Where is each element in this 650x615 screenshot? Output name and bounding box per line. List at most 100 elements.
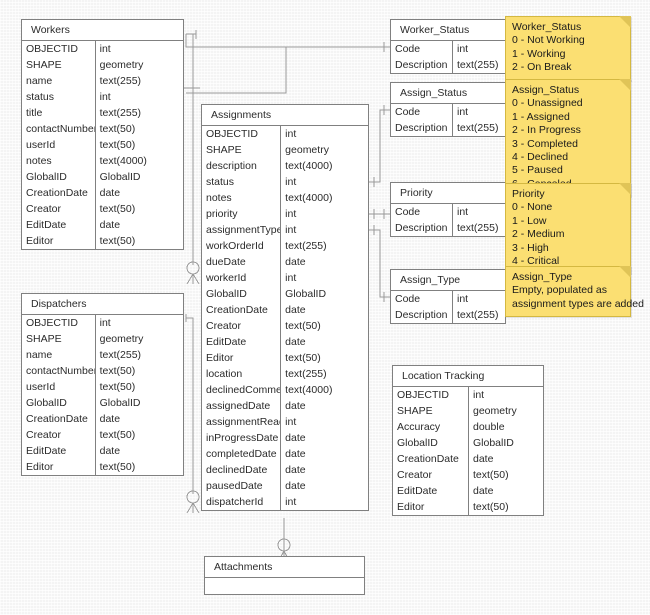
- wire-assign-type: [368, 229, 390, 298]
- attribute-type: text(50): [473, 469, 509, 481]
- attribute-row[interactable]: declinedCommenttext(4000): [202, 382, 368, 398]
- attribute-name: declinedComment: [202, 382, 282, 398]
- attribute-type: geometry: [473, 405, 517, 417]
- attribute-type: geometry: [285, 144, 329, 156]
- note-line: 2 - In Progress: [512, 124, 581, 137]
- note-title: Assign_Status: [512, 84, 580, 96]
- attribute-type: text(4000): [285, 192, 333, 204]
- note-assign-type[interactable]: Assign_Type Empty, populated as assignme…: [505, 266, 644, 318]
- attribute-name: userId: [22, 379, 96, 395]
- attribute-name: Accuracy: [393, 419, 469, 435]
- attribute-type: date: [285, 464, 306, 476]
- attribute-type: double: [473, 421, 505, 433]
- attribute-type: GlobalID: [473, 437, 514, 449]
- wire-dispatchers-assignments: [186, 317, 194, 494]
- note-worker-status[interactable]: Worker_Status 0 - Not Working 1 - Workin…: [505, 16, 631, 81]
- attribute-name: title: [22, 105, 96, 121]
- note-title: Assign_Type: [512, 271, 573, 283]
- entity-attachments[interactable]: Attachments: [204, 556, 365, 595]
- attribute-row[interactable]: Accuracy double: [393, 419, 543, 435]
- zero-marker-dispatcherid: [186, 490, 200, 504]
- note-assign-status[interactable]: Assign_Status 0 - Unassigned 1 - Assigne…: [505, 79, 631, 198]
- attribute-row[interactable]: Creator text(50): [393, 467, 543, 483]
- entity-title-worker-status: Worker_Status: [391, 20, 505, 41]
- attribute-name: completedDate: [202, 446, 282, 462]
- attribute-type: text(4000): [285, 160, 333, 172]
- attribute-name: Creator: [393, 467, 469, 483]
- note-priority[interactable]: Priority 0 - None 1 - Low 2 - Medium 3 -…: [505, 183, 631, 275]
